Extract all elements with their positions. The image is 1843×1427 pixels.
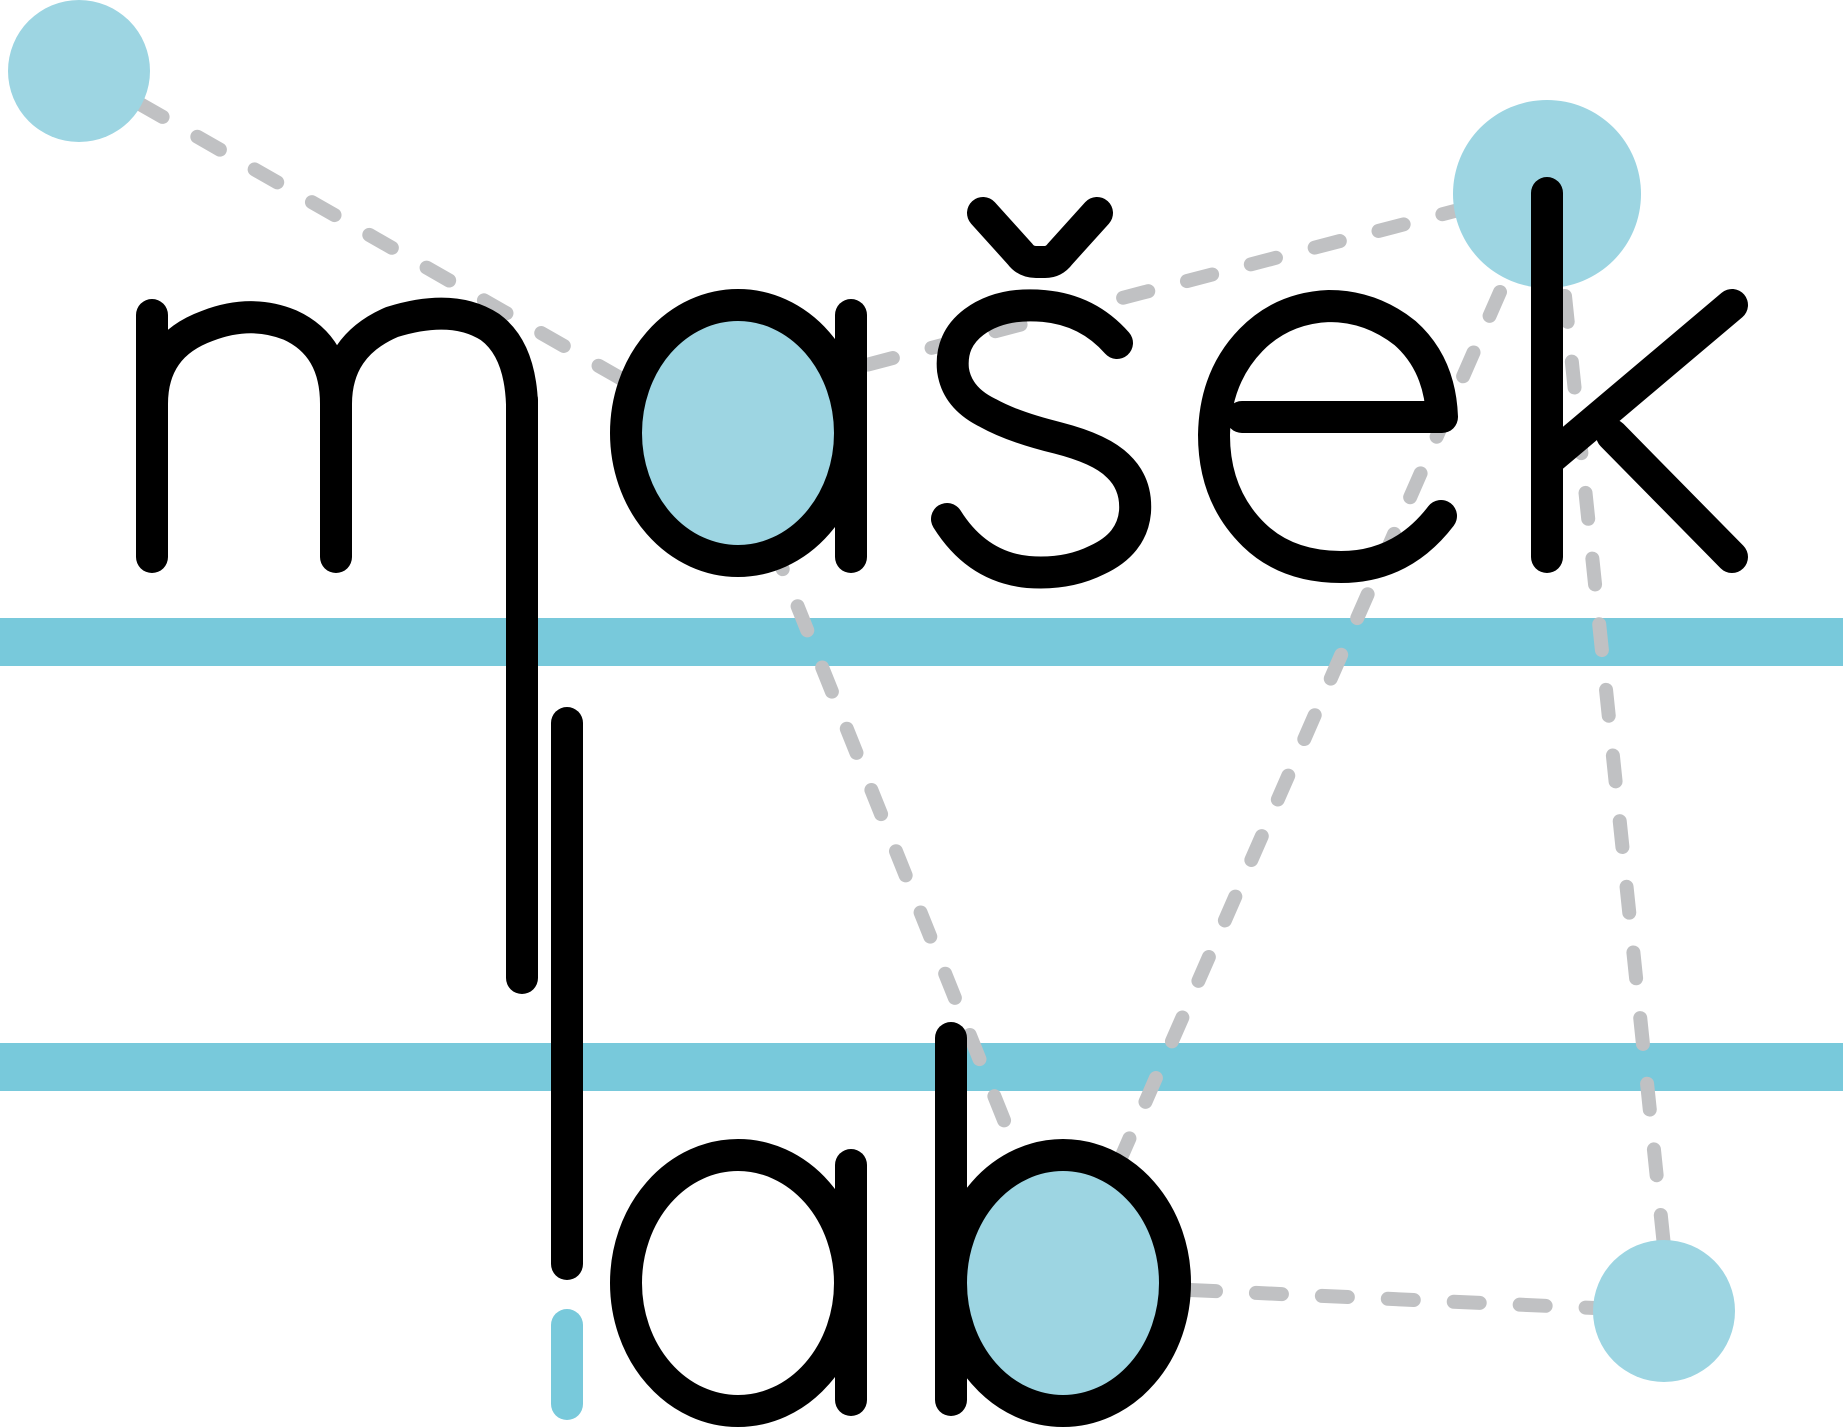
node-top-left bbox=[8, 0, 150, 142]
wordmark-masek bbox=[136, 177, 1748, 994]
connector-node1-to-a bbox=[133, 97, 627, 385]
letter-a2-bowl bbox=[610, 1139, 866, 1427]
guide-bar-top bbox=[0, 618, 1843, 666]
connector-node2-to-node3 bbox=[1558, 289, 1671, 1253]
connector-node2-to-b bbox=[1113, 285, 1507, 1167]
network-nodes bbox=[8, 0, 1735, 1397]
letter-k bbox=[1531, 177, 1748, 573]
guide-bar-bottom bbox=[0, 1043, 1843, 1091]
wordmark-lab bbox=[551, 707, 1191, 1427]
letter-b-bowl bbox=[935, 1139, 1191, 1427]
node-in-letter-b bbox=[966, 1169, 1160, 1397]
connector-a-to-b bbox=[766, 538, 1027, 1167]
dashed-connectors bbox=[133, 97, 1671, 1315]
letter-s bbox=[931, 289, 1152, 589]
letter-m bbox=[136, 297, 538, 573]
node-in-letter-a bbox=[641, 319, 835, 547]
connector-b-to-node3 bbox=[1183, 1283, 1602, 1315]
letter-e bbox=[1198, 290, 1458, 583]
letter-s-caron bbox=[967, 197, 1113, 278]
node-bottom-right bbox=[1593, 1240, 1735, 1382]
